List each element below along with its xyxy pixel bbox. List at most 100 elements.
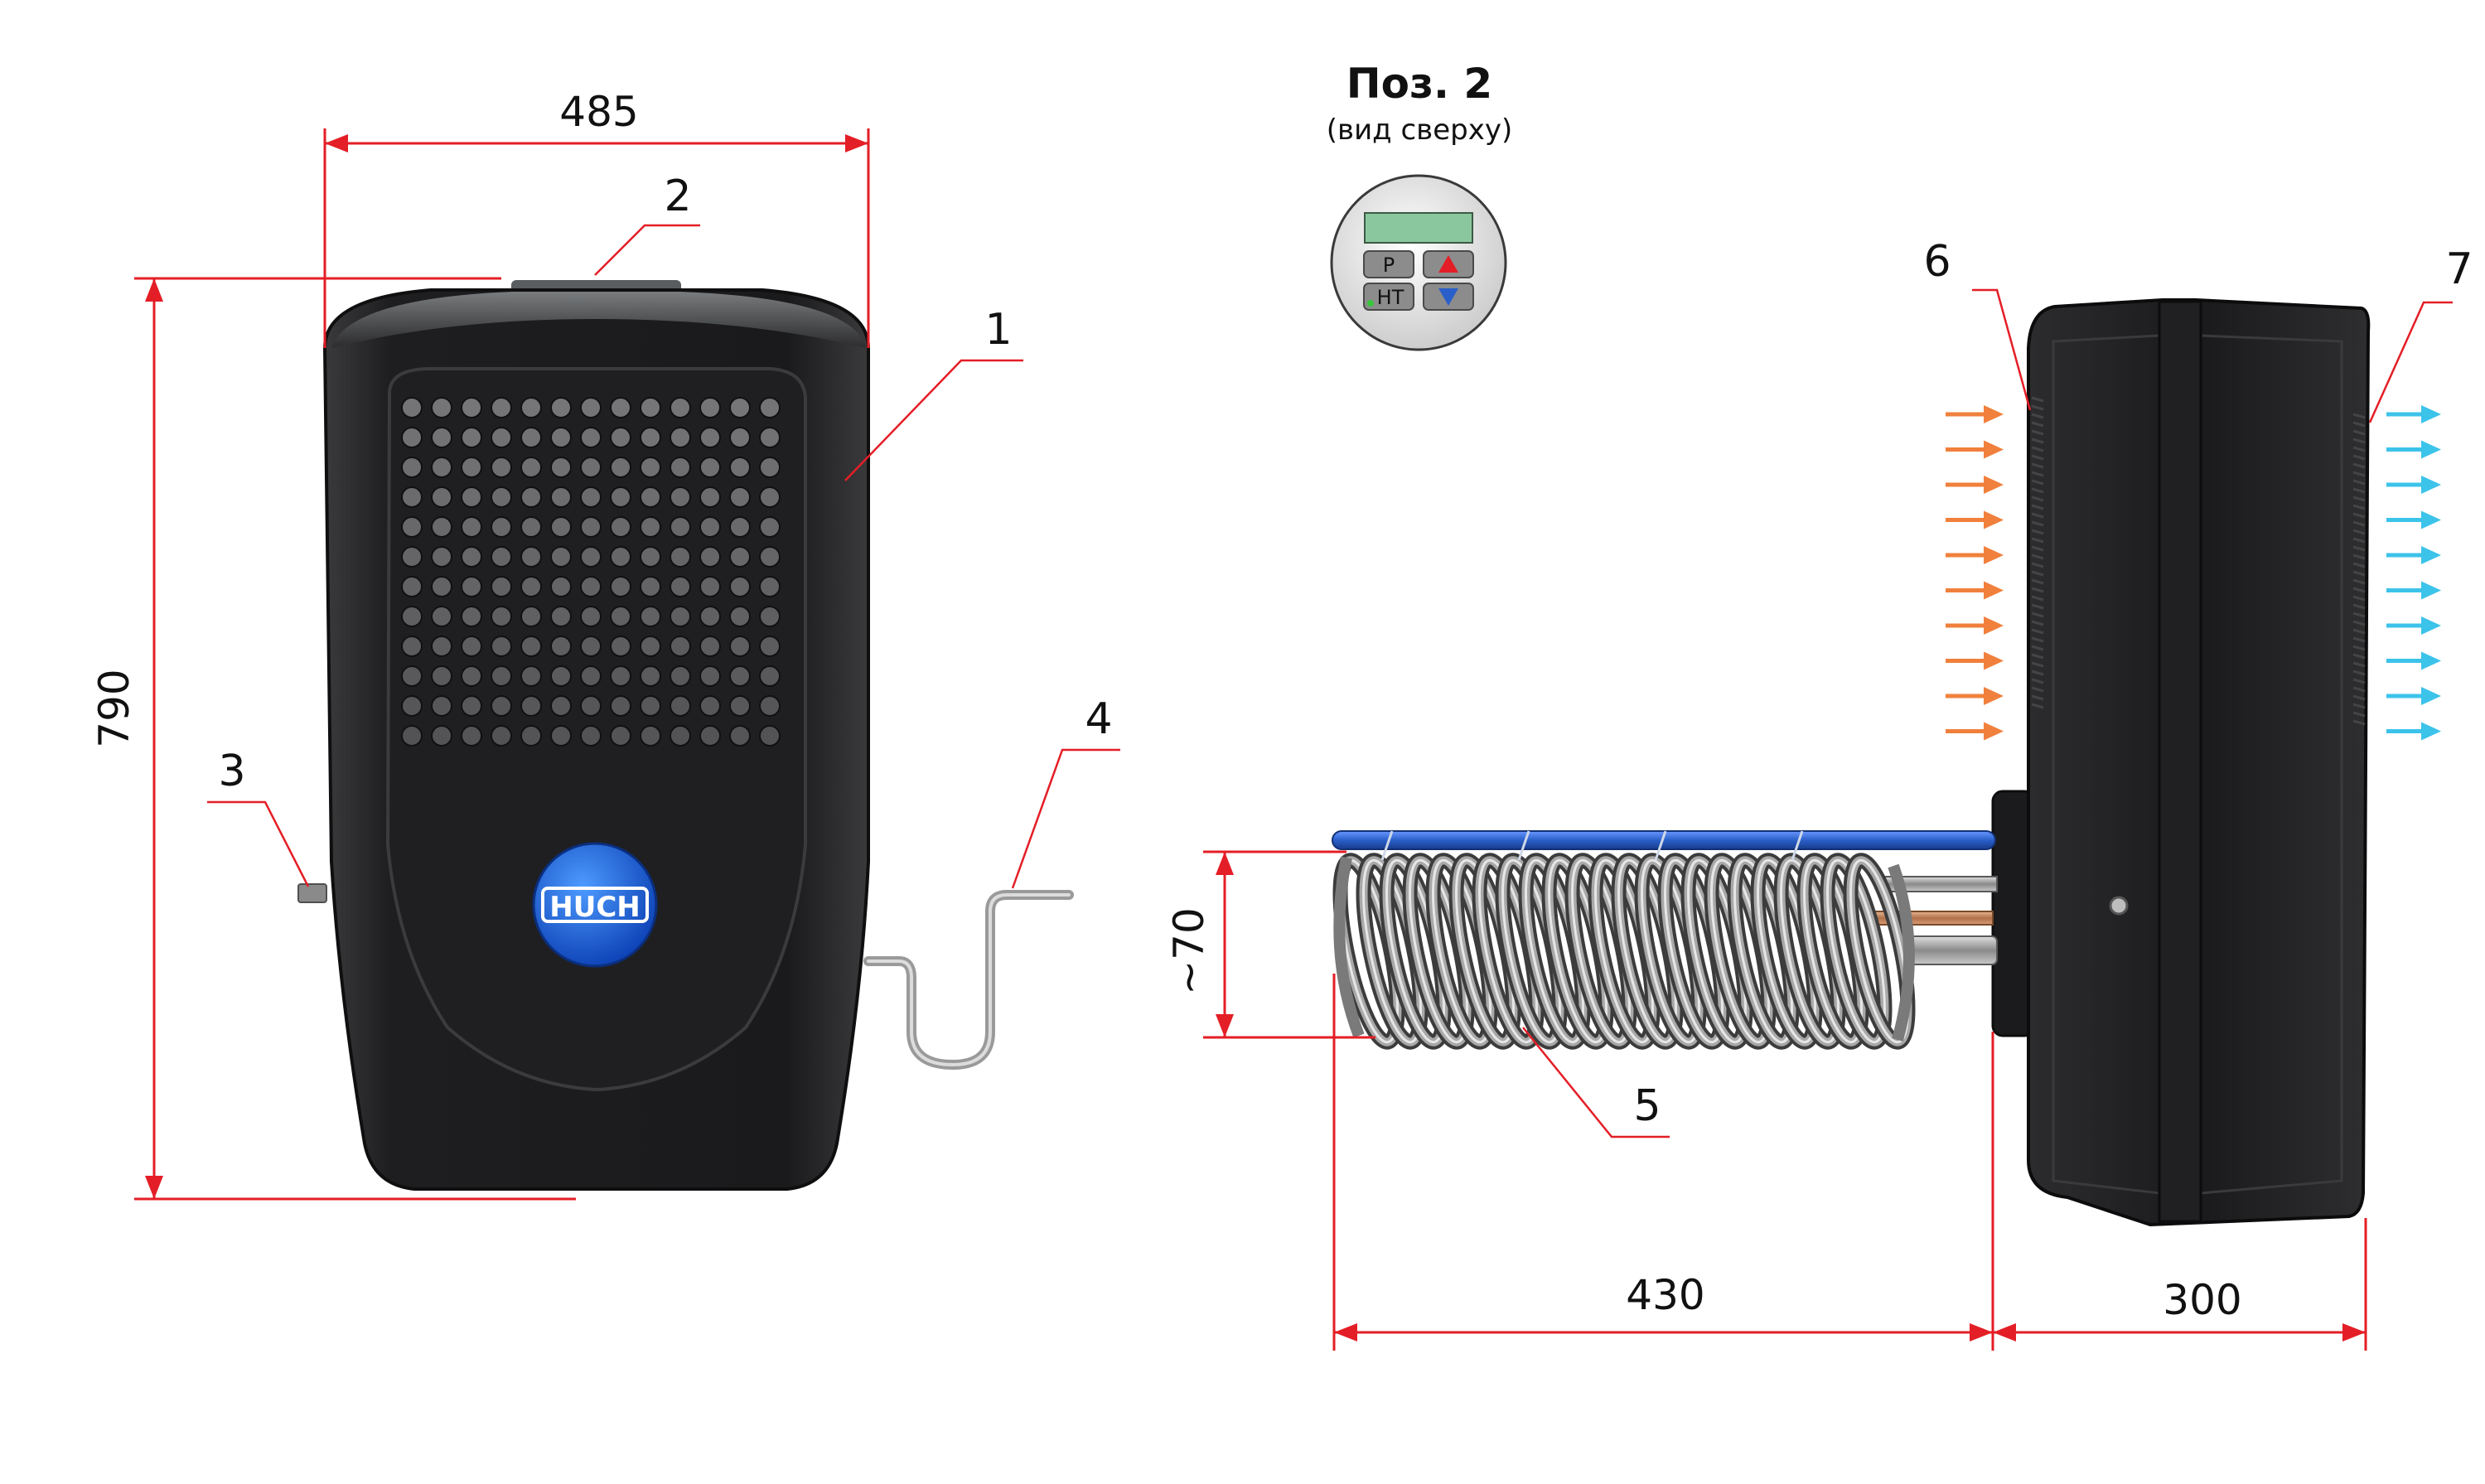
grille-hole (550, 516, 572, 538)
callout-4: 4 (1011, 694, 1120, 889)
triangle-down-icon (1438, 288, 1458, 306)
inlet-arrow-icon (1946, 616, 2004, 635)
grille-hole (520, 606, 542, 627)
callout-6: 6 (1923, 237, 2032, 411)
inlet-arrow-icon (1946, 687, 2004, 705)
inlet-arrow-head (1984, 546, 2004, 564)
grille-hole (580, 427, 602, 448)
grille-hole (610, 576, 631, 597)
callout-5: 5 (1522, 1027, 1670, 1138)
vent-slot (2352, 578, 2366, 585)
vent-slot (2352, 446, 2366, 452)
vent-slot (2031, 437, 2044, 444)
grille-hole (640, 427, 661, 448)
grille-hole (431, 606, 452, 627)
vent-slot (2352, 512, 2366, 519)
grille-hole (670, 665, 691, 687)
grille-hole (729, 397, 751, 418)
vent-slot (2031, 620, 2044, 626)
grille-hole (699, 516, 721, 538)
grille-hole (640, 636, 661, 657)
vent-slot (2352, 611, 2366, 618)
grille-hole (491, 636, 512, 657)
inlet-arrow-icon (1946, 476, 2004, 494)
grille-hole (461, 546, 482, 568)
grille-hole (670, 546, 691, 568)
grille-hole (461, 636, 482, 657)
vent-slot (2031, 703, 2044, 709)
outlet-arrow-icon (2386, 510, 2441, 529)
callout-5-label: 5 (1633, 1081, 1661, 1131)
grille-hole (610, 486, 631, 508)
grille-hole (401, 457, 423, 478)
outlet-arrow-head (2421, 440, 2441, 459)
grille-hole (491, 457, 512, 478)
grille-hole (491, 546, 512, 568)
vent-slot (2352, 462, 2366, 469)
grille-hole (550, 636, 572, 657)
grille-hole (759, 427, 781, 448)
vent-slot (2352, 603, 2366, 610)
grille-hole (729, 636, 751, 657)
grille-hole (461, 457, 482, 478)
grille-hole (550, 427, 572, 448)
vent-slot (2352, 703, 2366, 709)
capillary-tube (863, 890, 1074, 1071)
coil-turn-highlight (1826, 858, 1886, 1044)
vent-slot (2352, 661, 2366, 668)
inlet-arrow-head (1984, 687, 2004, 705)
vent-slot (2352, 545, 2366, 552)
grille-hole (550, 457, 572, 478)
grille-hole (461, 486, 482, 508)
grille-hole (401, 695, 423, 717)
grille-hole (610, 546, 631, 568)
grille-hole (670, 695, 691, 717)
vent-slot (2352, 628, 2366, 635)
grille-hole (699, 606, 721, 627)
button-p[interactable]: P (1363, 250, 1414, 278)
inlet-arrow-icon (1946, 722, 2004, 741)
grille-hole (729, 516, 751, 538)
grille-hole (431, 665, 452, 687)
button-ht[interactable]: HT (1363, 283, 1414, 311)
button-up[interactable] (1423, 250, 1474, 278)
inlet-arrow-icon (1946, 510, 2004, 529)
vent-slot (2352, 562, 2366, 568)
grille-hole (431, 546, 452, 568)
grille-hole (610, 606, 631, 627)
grille-hole (640, 725, 661, 747)
grille-hole (550, 397, 572, 418)
grille-hole (520, 397, 542, 418)
vent-slot (2352, 471, 2366, 477)
grille-hole (699, 576, 721, 597)
grille-hole (699, 427, 721, 448)
inlet-arrow-icon (1946, 546, 2004, 564)
vent-slot (2031, 396, 2044, 403)
vent-slot (2352, 669, 2366, 676)
center-band (2158, 300, 2202, 1223)
callout-4-label: 4 (1085, 694, 1112, 744)
grille-hole (699, 486, 721, 508)
grille-hole (401, 516, 423, 538)
grille-hole (759, 546, 781, 568)
callout-7: 7 (2368, 244, 2473, 423)
grille-hole (401, 427, 423, 448)
vent-slot (2031, 562, 2044, 568)
grille-hole (491, 576, 512, 597)
grille-hole (491, 725, 512, 747)
grille-hole (580, 576, 602, 597)
grille-hole (431, 486, 452, 508)
grille-hole (431, 457, 452, 478)
grille-hole (610, 457, 631, 478)
vent-slot (2031, 628, 2044, 635)
vent-slot (2352, 479, 2366, 486)
vent-slot (2352, 504, 2366, 510)
grille-hole (699, 695, 721, 717)
vent-slot (2031, 661, 2044, 668)
inlet-arrow-head (1984, 722, 2004, 741)
inlet-arrow-icon (1946, 440, 2004, 459)
grille-hole (670, 725, 691, 747)
inset-title: Поз. 2 (1346, 60, 1492, 108)
button-down[interactable] (1423, 283, 1474, 311)
grille-hole (550, 665, 572, 687)
